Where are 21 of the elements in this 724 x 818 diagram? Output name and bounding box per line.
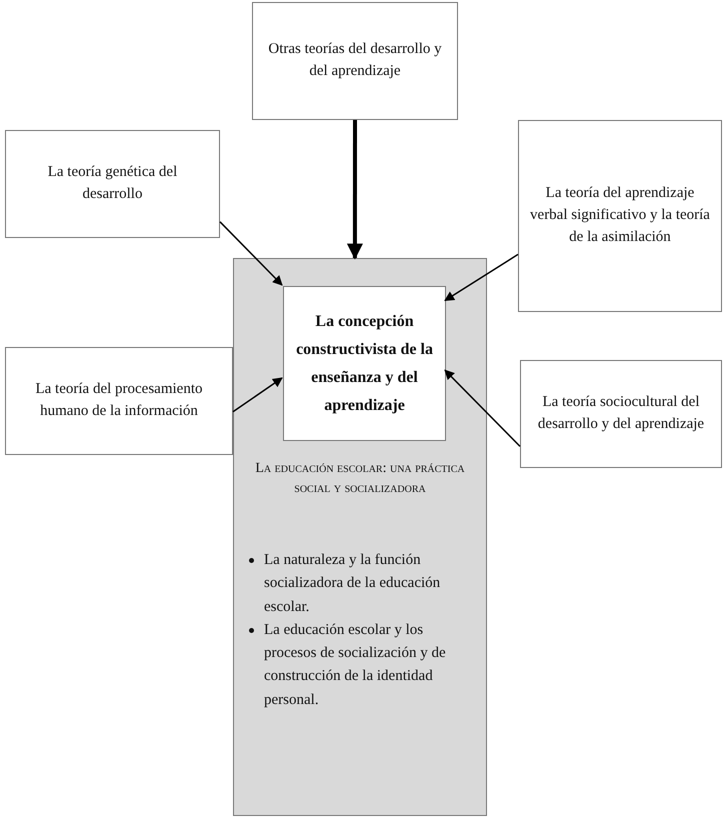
central-concept: La concepción constructivista de la enseñanza y del aprendizaje (295, 312, 434, 416)
theory-label: La teoría del procesamiento humano de la información (34, 380, 204, 421)
arrow (444, 254, 518, 302)
text-box (283, 286, 446, 441)
arrow (219, 221, 283, 286)
theory-label: La teoría del aprendizaje verbal significativo y la teoría de la asimilación (529, 184, 711, 247)
arrow (444, 370, 521, 447)
arrow (346, 120, 363, 260)
shaded-panel (233, 258, 487, 816)
theory-label: Otras teorías del desarrollo y del aprendizaje (267, 40, 443, 81)
theory-label: La teoría sociocultural del desarrollo y del aprendizaje (536, 393, 706, 434)
text-box (5, 347, 233, 455)
text-box (252, 2, 458, 120)
arrow (232, 377, 283, 412)
panel-heading: La educación escolar: una práctica social y socializadora (254, 460, 466, 498)
text-box (520, 360, 722, 468)
bullet-text: La educación escolar y los procesos de socialización y de construcción de la identidad personal. (264, 622, 446, 708)
bullet-text: La naturaleza y la función socializadora de la educación escolar. (264, 552, 440, 614)
theory-label: La teoría genética del desarrollo (46, 163, 178, 204)
text-box (518, 120, 722, 312)
text-box (5, 130, 220, 238)
